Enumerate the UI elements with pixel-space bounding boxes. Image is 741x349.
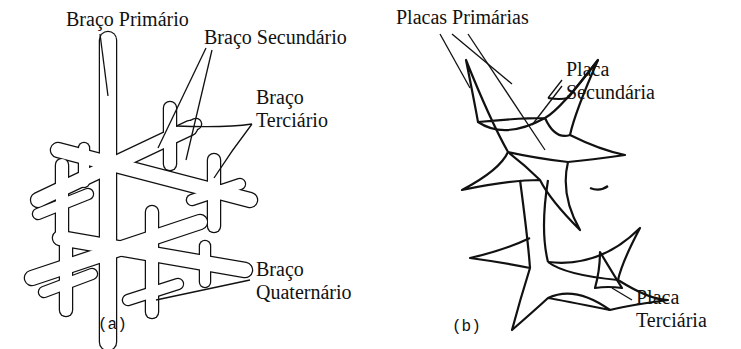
arm-fill: [200, 246, 210, 282]
arm-fill: [174, 224, 200, 232]
arm-outline: [199, 246, 212, 282]
arm-outline: [78, 148, 91, 182]
arm-label: Braço Quaternário: [256, 258, 368, 304]
arm-fill: [128, 284, 178, 300]
arm-fill: [150, 124, 196, 146]
plate-label: Placa Secundária: [566, 58, 672, 104]
arm-fill: [44, 274, 92, 292]
arm-label: Braço Primário: [66, 8, 189, 31]
arm-fill: [38, 194, 88, 214]
plate-label: Placas Primárias: [396, 6, 529, 29]
leader-lines: [100, 34, 632, 300]
subfigure-tag: (b): [452, 318, 481, 336]
arm-label: Braço Terciário: [256, 86, 352, 132]
arm-label: Braço Secundário: [204, 26, 347, 49]
subfigure-tag: (a): [98, 316, 127, 334]
arm-fill: [192, 184, 240, 200]
arm-outline: [99, 40, 118, 342]
arm-fill: [79, 148, 89, 182]
plate-label: Placa Terciária: [636, 286, 730, 332]
arm-fill: [100, 40, 116, 342]
